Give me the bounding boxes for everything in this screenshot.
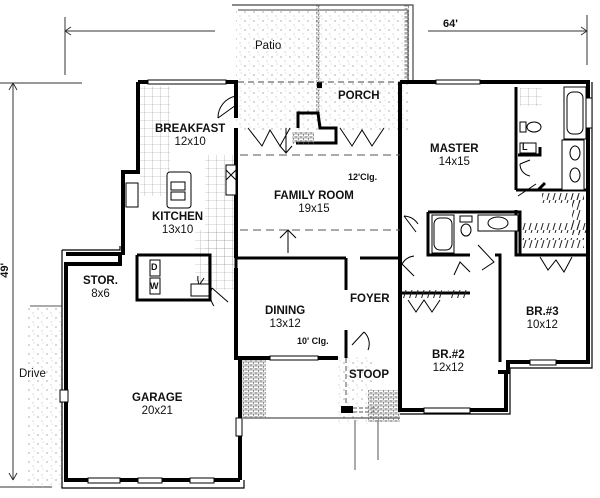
stoop-name: STOOP	[349, 369, 390, 381]
foyer-name: FOYER	[350, 293, 390, 305]
storage-dim: 8x6	[91, 288, 110, 301]
br2-name: BR.#2	[432, 349, 465, 361]
overall-width-dimension: 64'	[443, 18, 458, 30]
garage-dim: 20x21	[141, 405, 173, 418]
stoop-label: STOOP	[349, 369, 389, 382]
washer-label: W	[150, 281, 159, 291]
kitchen-dim: 13x10	[161, 224, 194, 237]
storage-name: STOR.	[83, 275, 118, 287]
breakfast-dim: 12x10	[174, 136, 206, 149]
dimension-lines	[0, 15, 588, 488]
patio-label: Patio	[255, 40, 282, 52]
foyer-label: FOYER	[350, 293, 390, 306]
overall-depth-dimension: 49'	[0, 262, 12, 278]
master-name: MASTER	[430, 143, 479, 155]
master-dim: 14x15	[438, 156, 470, 169]
master-label: MASTER 14x15	[430, 143, 479, 169]
dryer-label: D	[151, 262, 158, 272]
breakfast-name: BREAKFAST	[155, 123, 226, 135]
linen-label: L	[522, 142, 528, 152]
dining-label: DINING 13x12	[265, 305, 305, 331]
storage-label: STOR. 8x6	[83, 275, 118, 301]
family-ceiling-note: 12'Clg.	[348, 172, 378, 182]
dining-dim: 13x12	[269, 318, 301, 331]
porch-label: PORCH	[338, 90, 380, 103]
kitchen-label: KITCHEN 13x10	[152, 211, 203, 237]
garage-name: GARAGE	[132, 392, 183, 404]
dining-ceiling-note: 10' Clg.	[297, 336, 329, 346]
family-room-name: FAMILY ROOM	[274, 190, 354, 202]
breakfast-label: BREAKFAST 12x10	[155, 123, 225, 149]
garage-label: GARAGE 20x21	[132, 392, 182, 418]
br2-dim: 12x12	[432, 362, 464, 375]
family-room-label: FAMILY ROOM 19x15	[274, 190, 354, 216]
br3-name: BR.#3	[526, 306, 559, 318]
br3-dim: 10x12	[526, 319, 558, 332]
br2-label: BR.#2 12x12	[432, 349, 465, 375]
family-room-dim: 19x15	[298, 203, 330, 216]
kitchen-name: KITCHEN	[152, 211, 204, 223]
br3-label: BR.#3 10x12	[526, 306, 559, 332]
porch-name: PORCH	[338, 90, 380, 102]
dining-name: DINING	[265, 305, 306, 317]
drive-label: Drive	[19, 368, 46, 380]
